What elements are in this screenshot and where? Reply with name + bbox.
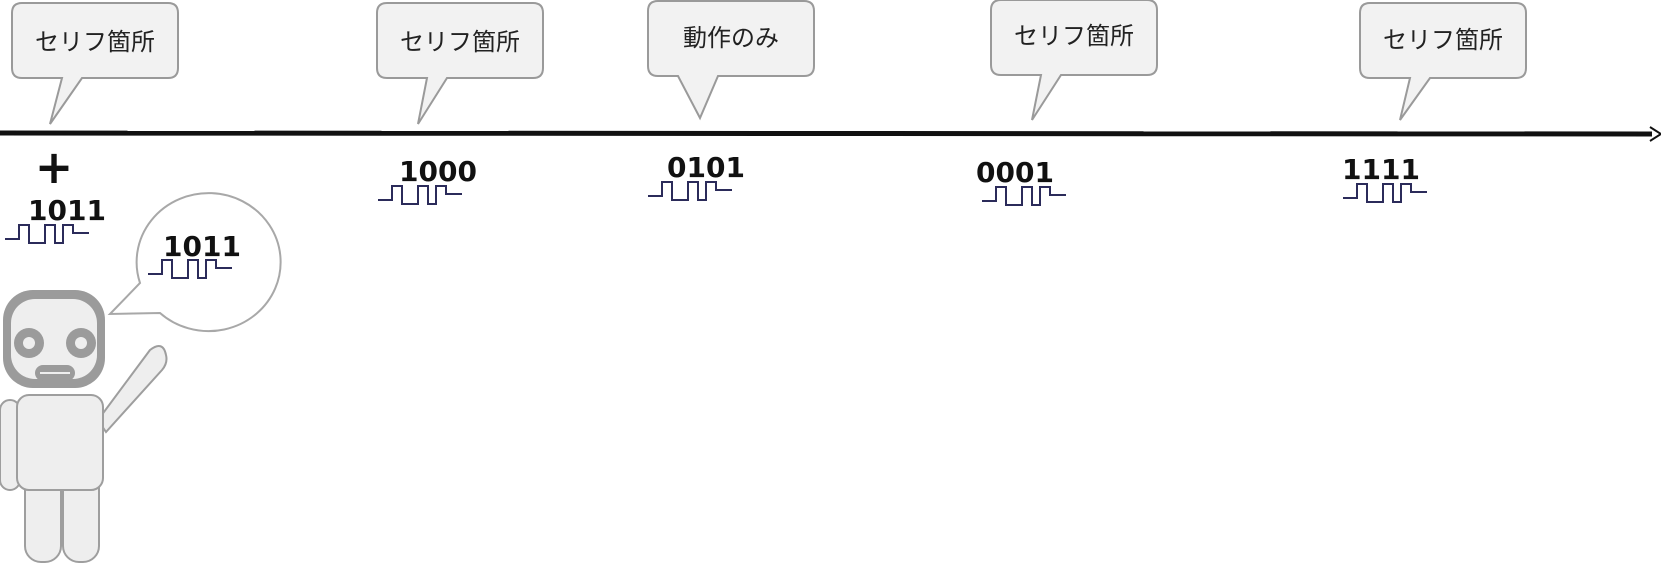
callout-1-label: セリフ箇所 bbox=[35, 28, 155, 56]
code-label-1: 1011 bbox=[28, 194, 106, 227]
callout-5-label: セリフ箇所 bbox=[1383, 26, 1503, 54]
waveform-path bbox=[982, 186, 1066, 206]
waveform-path bbox=[1343, 183, 1427, 203]
code-label-3: 0101 bbox=[667, 151, 745, 184]
waveform-4-icon bbox=[982, 186, 1066, 206]
code-label-2: 1000 bbox=[399, 155, 477, 188]
callout-2-shape bbox=[376, 2, 544, 125]
waveform-path bbox=[378, 185, 462, 205]
callout-5-shape bbox=[1359, 2, 1527, 121]
waveform-3-icon bbox=[648, 181, 732, 201]
callout-3-label: 動作のみ bbox=[683, 24, 779, 52]
callout-3: 動作のみ bbox=[647, 0, 815, 121]
timeline bbox=[0, 126, 1661, 142]
robot-body bbox=[16, 394, 104, 491]
callout-2: セリフ箇所 bbox=[376, 2, 544, 125]
robot-arm-right bbox=[96, 345, 168, 434]
waveform-5-icon bbox=[1343, 183, 1427, 203]
callout-4-label: セリフ箇所 bbox=[1014, 22, 1134, 50]
callout-4-shape bbox=[990, 0, 1158, 121]
callout-3-shape bbox=[647, 0, 815, 121]
waveform-path bbox=[648, 181, 732, 201]
robot-face bbox=[11, 299, 97, 379]
robot-eye-left-pupil bbox=[23, 337, 35, 349]
timeline-line bbox=[0, 130, 1653, 137]
robot-eye-right-pupil bbox=[75, 337, 87, 349]
waveform-speech-icon bbox=[148, 259, 232, 279]
robot-speech-bubble: 1011 bbox=[107, 192, 282, 333]
callout-1-shape bbox=[11, 2, 179, 125]
timeline-arrowhead-icon bbox=[1649, 126, 1661, 142]
callout-1: セリフ箇所 bbox=[11, 2, 179, 125]
code-label-5: 1111 bbox=[1342, 153, 1420, 186]
callout-2-label: セリフ箇所 bbox=[400, 28, 520, 56]
speech-code-label: 1011 bbox=[163, 230, 241, 263]
code-label-4: 0001 bbox=[976, 156, 1054, 189]
speech-bubble-shape bbox=[107, 192, 282, 333]
callout-4: セリフ箇所 bbox=[990, 0, 1158, 121]
robot-character-icon bbox=[0, 290, 168, 563]
waveform-1-icon bbox=[5, 224, 89, 244]
plus-symbol: + bbox=[35, 140, 74, 194]
waveform-path bbox=[5, 224, 89, 244]
waveform-path bbox=[148, 259, 232, 279]
callout-5: セリフ箇所 bbox=[1359, 2, 1527, 121]
waveform-2-icon bbox=[378, 185, 462, 205]
